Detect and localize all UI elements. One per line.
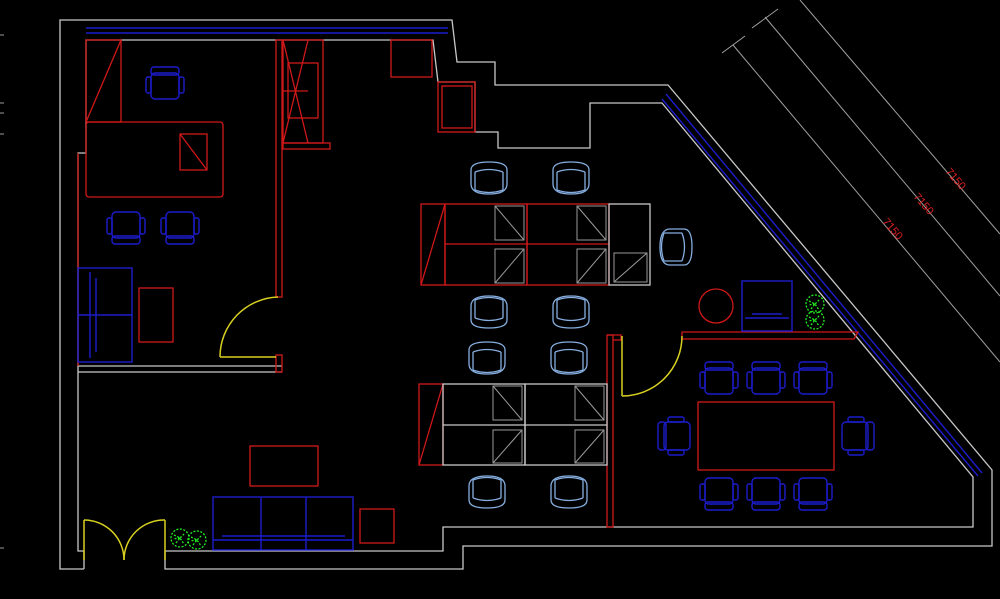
cabinet bbox=[390, 39, 433, 78]
office-door bbox=[219, 296, 279, 358]
plant bbox=[805, 310, 825, 330]
cabinet-inner bbox=[441, 85, 473, 129]
coffee-table bbox=[138, 287, 174, 343]
visitor-chair bbox=[106, 211, 146, 245]
plant bbox=[170, 528, 190, 548]
dimension-label: 7150 bbox=[911, 191, 936, 217]
grid-ticks bbox=[0, 34, 4, 549]
meeting-room-door bbox=[621, 335, 683, 397]
executive-chair bbox=[145, 66, 185, 100]
three-seat-sofa bbox=[212, 496, 354, 551]
conference-table bbox=[697, 401, 835, 471]
executive-desk bbox=[85, 121, 224, 198]
cabinet bbox=[437, 81, 476, 133]
round-side-table bbox=[698, 288, 734, 324]
storage-cabinet bbox=[282, 39, 331, 150]
doors bbox=[83, 296, 683, 561]
plant bbox=[805, 294, 825, 314]
dimension-label: 7150 bbox=[943, 166, 968, 192]
manager-office bbox=[77, 39, 331, 363]
lounge-armchair bbox=[741, 280, 793, 332]
entrance-double-door bbox=[83, 519, 166, 561]
visitor-chair bbox=[160, 211, 200, 245]
dimension-label: 7150 bbox=[880, 216, 905, 242]
office-sofa bbox=[77, 267, 133, 363]
monitor bbox=[179, 133, 208, 171]
lobby bbox=[170, 445, 395, 551]
dimension-lines: 7150 7150 7150 bbox=[721, 0, 1000, 363]
workstation-cluster-top bbox=[420, 161, 693, 329]
interior-walls bbox=[77, 39, 860, 528]
meeting-room bbox=[657, 280, 875, 511]
workstation-cluster-bottom bbox=[418, 341, 608, 509]
side-table bbox=[359, 508, 395, 544]
exterior-walls bbox=[59, 19, 993, 570]
plant bbox=[187, 530, 207, 550]
tv-cabinet bbox=[249, 445, 319, 487]
